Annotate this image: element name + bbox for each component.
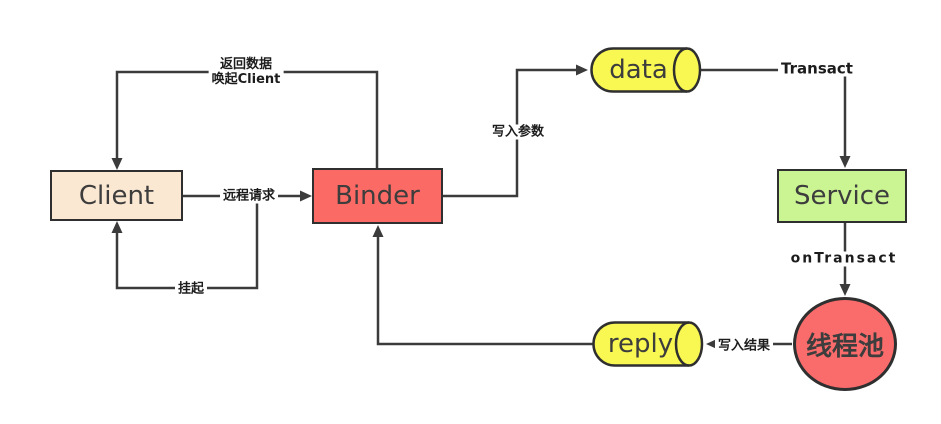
node-client-label: Client	[78, 180, 155, 211]
arrowhead-down-into-thread-pool-top	[839, 284, 851, 296]
node-service-label: Service	[793, 181, 891, 211]
edge-label-write-params: 写入参数	[488, 124, 548, 140]
arrowhead-up-into-binder-bottom	[372, 225, 384, 237]
edge-label-return-data: 返回数据 唤起Client	[208, 57, 284, 87]
node-data: data	[590, 47, 702, 93]
node-reply-label: reply	[607, 329, 674, 359]
arrowhead-up-into-client-bottom	[111, 221, 123, 233]
node-data-label: data	[609, 55, 668, 85]
edge-reply-to-binder	[372, 225, 593, 346]
node-binder-label: Binder	[335, 181, 420, 211]
stored-reply-shape	[592, 321, 704, 367]
node-thread-pool: 线程池	[793, 297, 897, 391]
stored-data-rim-arc	[672, 47, 688, 93]
edge-label-transact: Transact	[778, 61, 856, 77]
arrowhead-right-into-data-left	[576, 64, 588, 76]
edge-label-suspend: 挂起	[174, 281, 208, 297]
edge-label-write-result: 写入结果	[714, 338, 774, 354]
arrowhead-down-into-service-top	[839, 156, 851, 168]
edge-data-to-service	[701, 68, 851, 168]
edge-label-remote-request: 远程请求	[219, 188, 279, 204]
arrowhead-right-into-binder-left	[300, 190, 312, 202]
edge-label-return-data-line2: 唤起Client	[211, 72, 281, 87]
node-reply: reply	[592, 321, 704, 367]
node-client: Client	[50, 170, 183, 221]
node-thread-pool-label: 线程池	[805, 331, 884, 362]
arrowhead-down-into-client-top	[111, 158, 123, 170]
edge-label-return-data-line1: 返回数据	[219, 57, 272, 72]
stored-reply-rim-arc	[674, 321, 690, 367]
stored-data-shape	[590, 47, 702, 93]
node-service: Service	[777, 169, 907, 223]
node-binder: Binder	[312, 168, 443, 224]
edge-label-on-transact: onTransact	[787, 251, 901, 267]
